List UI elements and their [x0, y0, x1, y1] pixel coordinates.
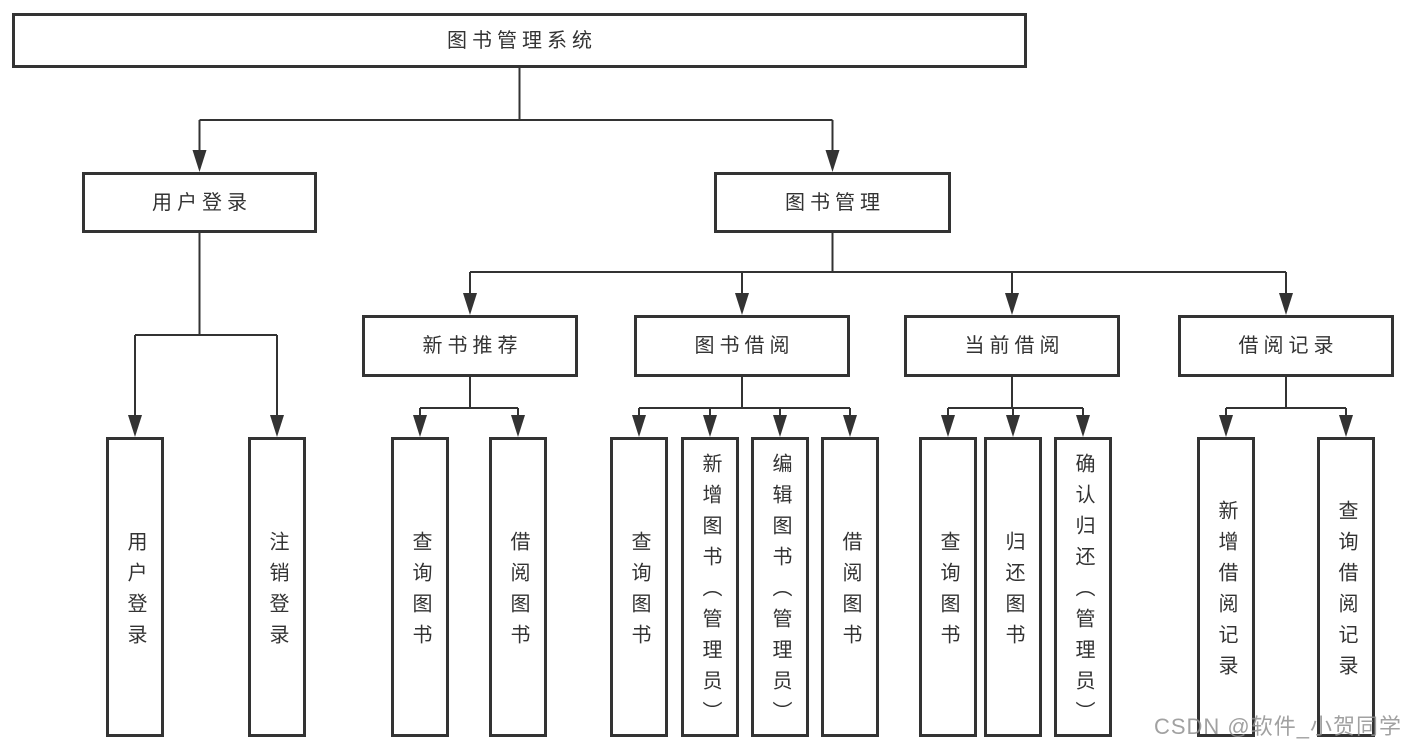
node-new-book-recommend: 新书推荐 — [362, 315, 578, 377]
node-current-borrow: 当前借阅 — [904, 315, 1120, 377]
leaf-borrow-books: 借阅图书 — [821, 437, 879, 737]
leaf-edit-books-admin: 编辑图书（管理员） — [751, 437, 809, 737]
leaf-confirm-return-admin: 确认归还（管理员） — [1054, 437, 1112, 737]
node-book-borrow: 图书借阅 — [634, 315, 850, 377]
leaf-return-books: 归还图书 — [984, 437, 1042, 737]
leaf-user-login: 用户登录 — [106, 437, 164, 737]
leaf-logout: 注销登录 — [248, 437, 306, 737]
node-borrow-records: 借阅记录 — [1178, 315, 1394, 377]
leaf-add-books-admin: 新增图书（管理员） — [681, 437, 739, 737]
node-user-login: 用户登录 — [82, 172, 317, 233]
leaf-query-books-borrow: 查询图书 — [610, 437, 668, 737]
leaf-borrow-books-recommend: 借阅图书 — [489, 437, 547, 737]
leaf-query-books-recommend: 查询图书 — [391, 437, 449, 737]
leaf-query-books-current: 查询图书 — [919, 437, 977, 737]
leaf-query-borrow-record: 查询借阅记录 — [1317, 437, 1375, 737]
node-root-library-system: 图书管理系统 — [12, 13, 1027, 68]
node-book-management: 图书管理 — [714, 172, 951, 233]
leaf-add-borrow-record: 新增借阅记录 — [1197, 437, 1255, 737]
csdn-watermark: CSDN @软件_小贺同学 — [1153, 714, 1402, 739]
